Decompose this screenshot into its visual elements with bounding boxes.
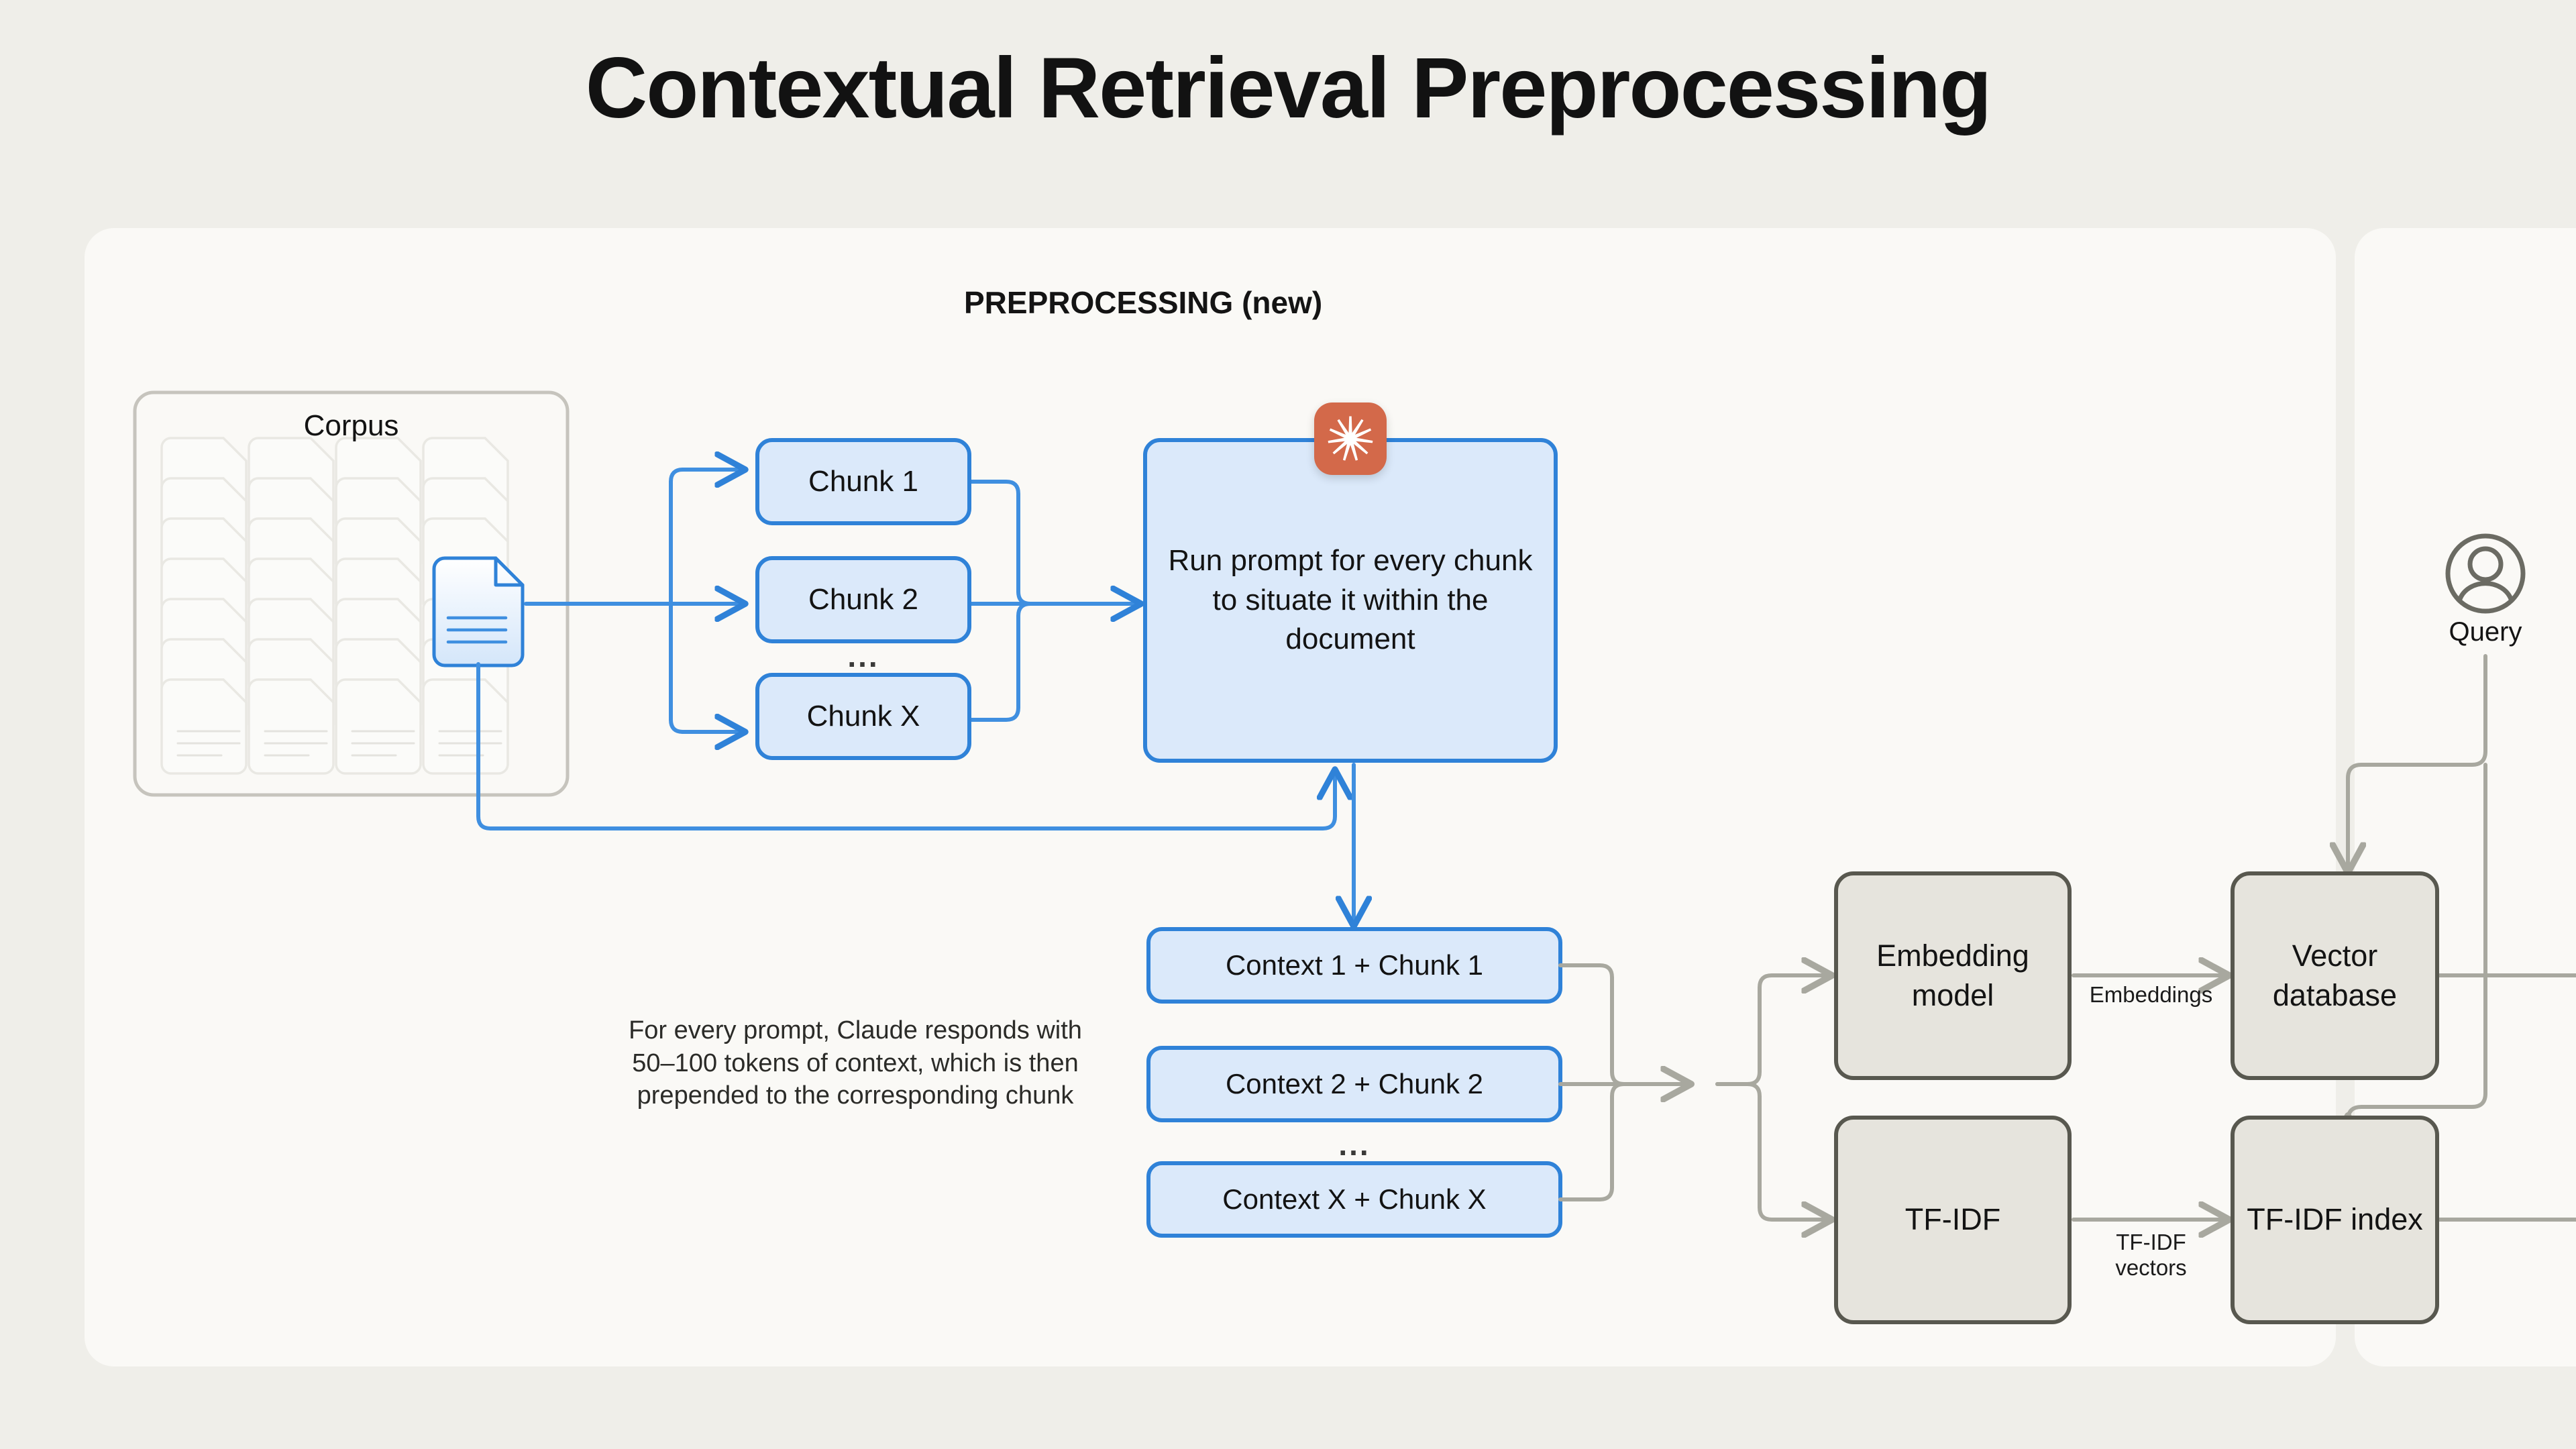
retrieval-panel [2355, 228, 2576, 1366]
embeddings-edge-label: Embeddings [2089, 982, 2213, 1007]
chunks-ellipsis: ... [847, 639, 879, 674]
tfidf-vectors-edge-label: TF-IDF vectors [2115, 1230, 2187, 1281]
preprocessing-panel [85, 228, 2336, 1366]
page-title: Contextual Retrieval Preprocessing [585, 40, 1992, 136]
context-ellipsis: ... [1338, 1127, 1371, 1162]
query-label: Query [2449, 617, 2522, 647]
claude-starburst-icon [1314, 402, 1387, 475]
preprocessing-section-label: PREPROCESSING (new) [964, 285, 1323, 320]
caption-text: For every prompt, Claude responds with 5… [629, 1016, 1082, 1110]
